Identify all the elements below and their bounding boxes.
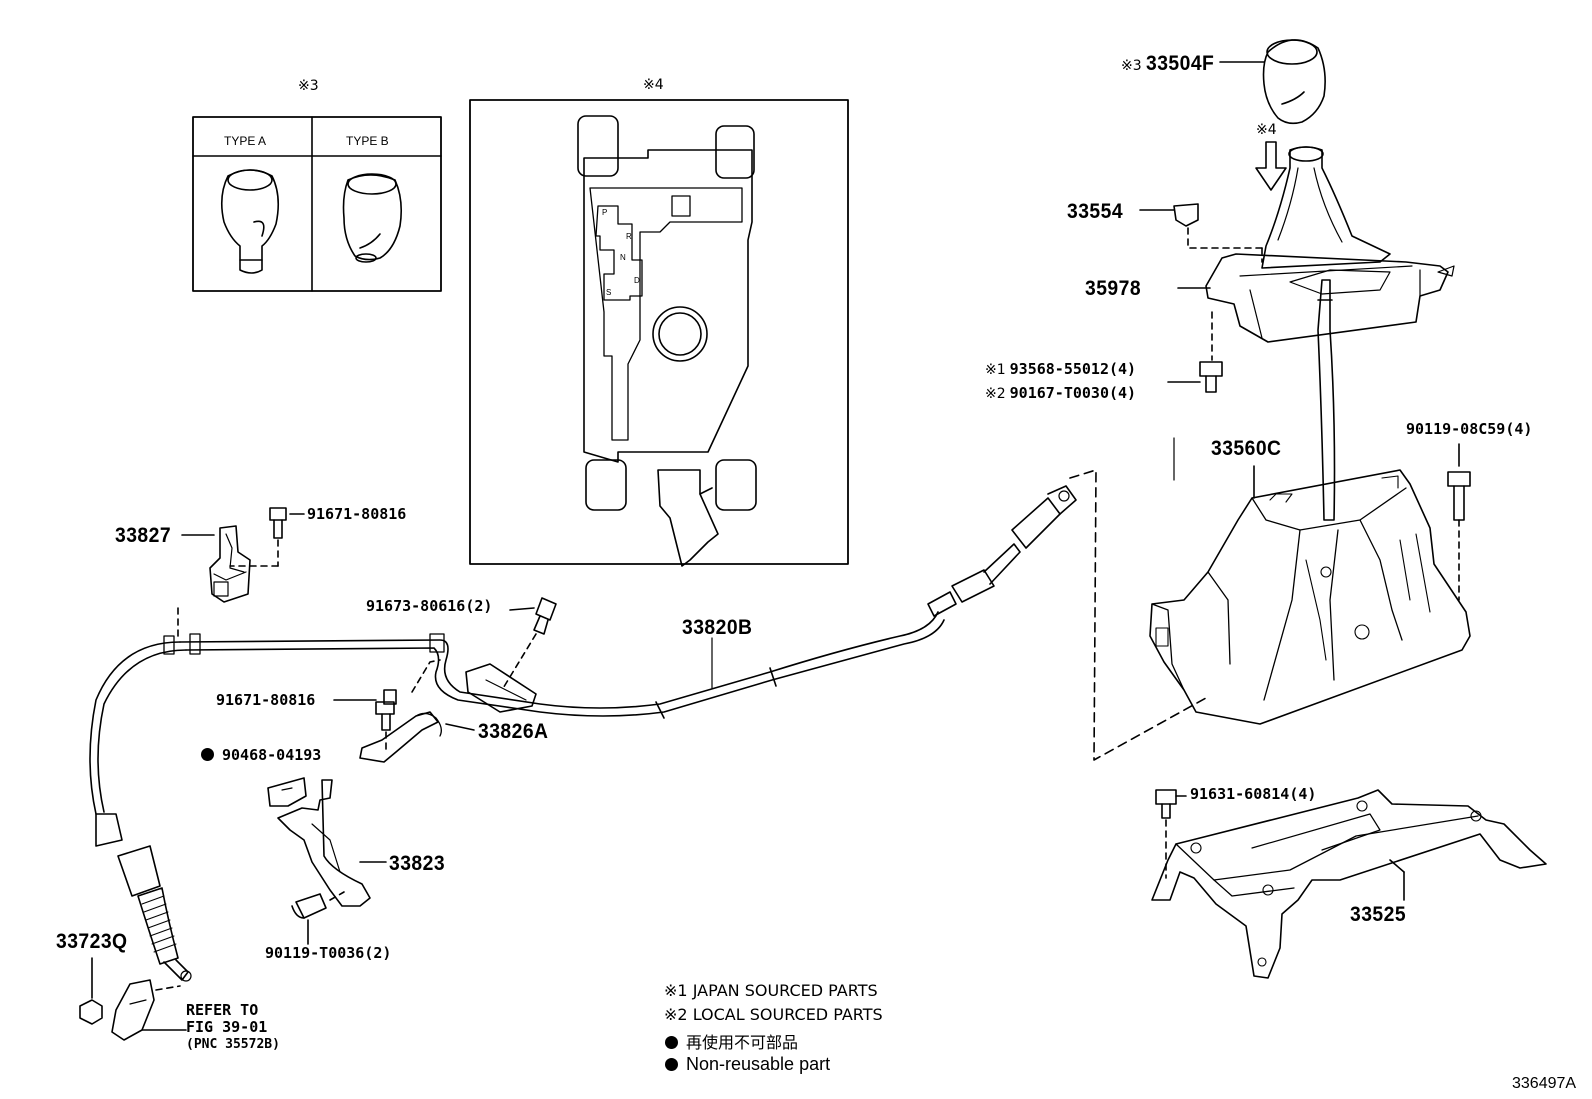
leader-lines bbox=[712, 438, 1174, 688]
refer-line-1: REFER TO bbox=[186, 1001, 259, 1019]
part-93568-55012[interactable]: ※1 93568-55012(4) bbox=[985, 360, 1136, 379]
bolt-local-number: 90167-T0030(4) bbox=[1009, 384, 1137, 402]
part-90119-08C59[interactable]: 90119-08C59(4) bbox=[1406, 420, 1533, 438]
part-33504F[interactable]: ※3 33504F bbox=[1121, 52, 1220, 76]
clip-33826A bbox=[334, 660, 474, 762]
part-33820B[interactable]: 33820B bbox=[682, 616, 753, 639]
gate-box-mark: ※4 bbox=[643, 77, 664, 93]
cable-bracket-clamp bbox=[466, 598, 556, 712]
gate-pos-p: P bbox=[602, 208, 608, 217]
down-arrow-icon bbox=[1256, 142, 1286, 190]
shift-boot-plate-35978 bbox=[1140, 147, 1454, 392]
type-a-label: TYPE A bbox=[224, 134, 267, 148]
bracket-33525 bbox=[1152, 790, 1546, 978]
part-33560C[interactable]: 33560C bbox=[1211, 437, 1282, 460]
part-90468-04193-number: 90468-04193 bbox=[222, 746, 322, 764]
gate-pos-s: S bbox=[606, 288, 612, 297]
part-33826A[interactable]: 33826A bbox=[478, 720, 549, 743]
legend-japan-mark: ※1 bbox=[664, 981, 688, 1000]
part-33525[interactable]: 33525 bbox=[1350, 903, 1407, 926]
shift-cable-33820B bbox=[90, 486, 1076, 981]
non-reusable-dot-icon bbox=[665, 1036, 678, 1049]
part-33504F-mark: ※3 bbox=[1121, 58, 1142, 74]
legend-local-mark: ※2 bbox=[664, 1005, 688, 1024]
legend-local: ※2 LOCAL SOURCED PARTS bbox=[664, 1005, 883, 1024]
part-90167-T0030[interactable]: ※2 90167-T0030(4) bbox=[985, 384, 1136, 403]
non-reusable-dot-icon bbox=[201, 748, 214, 761]
bracket-33823 bbox=[268, 778, 386, 944]
shift-lever-housing-33560C bbox=[1150, 280, 1470, 724]
legend-local-text: LOCAL SOURCED PARTS bbox=[692, 1005, 883, 1024]
connection-line bbox=[1070, 470, 1206, 760]
knob-type-b-illustration bbox=[344, 174, 402, 262]
part-91671-80816-top[interactable]: 91671-80816 bbox=[307, 505, 407, 523]
legend-nonreusable-en: Non-reusable part bbox=[665, 1054, 830, 1075]
refer-line-2[interactable]: FIG 39-01 bbox=[186, 1018, 268, 1036]
arrow-mark: ※4 bbox=[1256, 122, 1277, 138]
part-91631-60814[interactable]: 91631-60814(4) bbox=[1190, 785, 1317, 803]
gate-pos-r: R bbox=[626, 232, 632, 241]
type-b-label: TYPE B bbox=[346, 134, 389, 148]
refer-line-3: (PNC 35572B) bbox=[186, 1037, 280, 1052]
part-33723Q[interactable]: 33723Q bbox=[56, 930, 128, 953]
knob-box-mark: ※3 bbox=[298, 78, 319, 94]
part-91671-80816-mid[interactable]: 91671-80816 bbox=[216, 691, 316, 709]
bolt-local-mark: ※2 bbox=[985, 386, 1006, 402]
nut-33723Q bbox=[80, 958, 186, 1040]
gate-pos-n: N bbox=[620, 253, 626, 262]
non-reusable-dot-icon bbox=[665, 1058, 678, 1071]
bolt-japan-number: 93568-55012(4) bbox=[1009, 360, 1137, 378]
gate-pos-d: D bbox=[634, 276, 640, 285]
legend-japan: ※1 JAPAN SOURCED PARTS bbox=[664, 981, 878, 1000]
part-33823[interactable]: 33823 bbox=[389, 852, 446, 875]
knob-type-a-illustration bbox=[222, 170, 279, 273]
bracket-33827 bbox=[178, 508, 304, 636]
part-33554[interactable]: 33554 bbox=[1067, 200, 1124, 223]
knob-types-box bbox=[193, 117, 441, 291]
legend-nonreusable-jp-text: 再使用不可部品 bbox=[686, 1033, 799, 1052]
legend-nonreusable-en-text: Non-reusable part bbox=[686, 1054, 831, 1074]
part-33504F-number: 33504F bbox=[1145, 52, 1214, 75]
illustration-id: 336497A bbox=[1512, 1075, 1577, 1092]
bolt-japan-mark: ※1 bbox=[985, 362, 1006, 378]
part-35978[interactable]: 35978 bbox=[1085, 277, 1142, 300]
part-33827[interactable]: 33827 bbox=[115, 524, 172, 547]
legend-japan-text: JAPAN SOURCED PARTS bbox=[692, 981, 878, 1000]
part-90468-04193[interactable]: 90468-04193 bbox=[201, 746, 321, 765]
legend-nonreusable-jp: 再使用不可部品 bbox=[665, 1029, 798, 1053]
shift-gate-detail bbox=[470, 100, 848, 566]
part-91673-80616[interactable]: 91673-80616(2) bbox=[366, 597, 493, 615]
knob-33504F-illustration bbox=[1220, 40, 1325, 123]
part-90119-T0036[interactable]: 90119-T0036(2) bbox=[265, 944, 392, 962]
